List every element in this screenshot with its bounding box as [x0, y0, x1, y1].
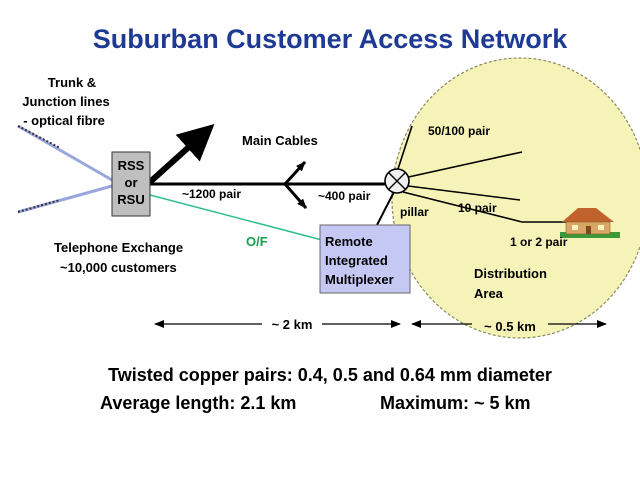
pair-1or2-label: 1 or 2 pair — [510, 235, 568, 249]
exchange-label-1: Telephone Exchange — [54, 240, 183, 255]
pillar-label: pillar — [400, 205, 429, 219]
pair-50-100-label: 50/100 pair — [428, 124, 490, 138]
pair-400-label: ~400 pair — [318, 189, 371, 203]
pillar-icon — [384, 168, 410, 194]
optical-fibre-link — [149, 194, 323, 241]
footer-average-length: Average length: 2.1 km — [100, 393, 296, 413]
of-label: O/F — [246, 234, 268, 249]
rss-box — [111, 151, 151, 217]
footer-line-1: Twisted copper pairs: 0.4, 0.5 and 0.64 … — [108, 365, 552, 385]
pillar-to-multiplexer — [376, 189, 396, 226]
branch-arrow-up — [283, 160, 307, 186]
multiplexer-box — [319, 224, 411, 294]
trunk-label-3: - optical fibre — [23, 113, 105, 128]
trunk-label-1: Trunk & — [48, 75, 96, 90]
distance-05km-label: ~ 0.5 km — [484, 319, 536, 334]
rss-label-1: RSS — [118, 158, 145, 173]
pair-10-label: 10 pair — [458, 201, 497, 215]
distribution-label-1: Distribution — [474, 266, 547, 281]
distribution-label-2: Area — [474, 286, 504, 301]
multiplexer-label-2: Integrated — [325, 253, 388, 268]
branch-arrow-down — [283, 183, 308, 209]
multiplexer-label-3: Multiplexer — [325, 272, 394, 287]
rss-label-2: or — [125, 175, 138, 190]
house-icon — [560, 208, 620, 238]
trunk-fibre-lines — [17, 124, 113, 214]
exchange-label-2: ~10,000 customers — [60, 260, 177, 275]
pair-1200-label: ~1200 pair — [182, 187, 241, 201]
trunk-label-2: Junction lines — [22, 94, 109, 109]
distance-2km-label: ~ 2 km — [272, 317, 313, 332]
main-cables-label: Main Cables — [242, 133, 318, 148]
rss-label-3: RSU — [117, 192, 144, 207]
page-title: Suburban Customer Access Network — [93, 24, 569, 54]
multiplexer-label-1: Remote — [325, 234, 373, 249]
main-cable-arrow-up — [147, 123, 215, 185]
footer-maximum-length: Maximum: ~ 5 km — [380, 393, 531, 413]
